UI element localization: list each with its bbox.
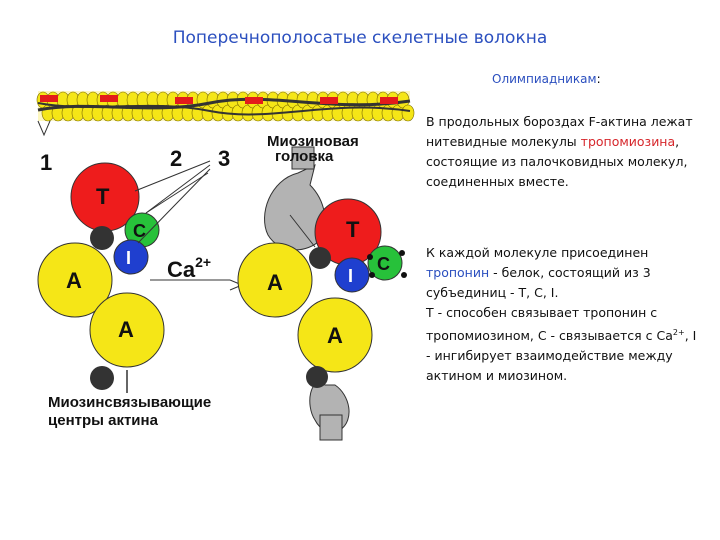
troponin-c-right xyxy=(367,245,403,281)
actin-bead xyxy=(401,104,415,122)
label-t-right: T xyxy=(346,217,360,242)
myosin-binding-center xyxy=(309,247,331,269)
troponin-i-left xyxy=(113,239,149,275)
right-complex xyxy=(237,198,407,388)
paragraph-troponin: К каждой молекуле присоединен тропонин -… xyxy=(426,243,698,386)
label-c-right: C xyxy=(377,254,390,274)
paragraph1-part2: , состоящие из палочковидных молекул, со… xyxy=(426,134,688,189)
olympiad-label: Олимпиадникам: xyxy=(492,72,601,86)
pointer-line xyxy=(134,160,211,192)
left-complex xyxy=(37,160,211,393)
label-i-right: I xyxy=(348,266,353,286)
pointer-line xyxy=(137,168,211,244)
label-t-left: T xyxy=(96,184,110,209)
actin-sphere-right-2 xyxy=(297,297,373,373)
label-centers-line2: центры актина xyxy=(48,412,159,429)
myosin-binding-center xyxy=(90,366,114,390)
label-a-left-2: A xyxy=(118,317,134,342)
myosin-head-top xyxy=(264,146,326,251)
slide-title: Поперечнополосатые скелетные волокна xyxy=(172,28,548,48)
tropomyosin-highlight: тропомиозина xyxy=(580,134,676,149)
label-i-left: I xyxy=(126,248,131,268)
label-c-left: C xyxy=(133,221,146,241)
label-a-right-2: A xyxy=(327,323,343,348)
tropomyosin-mark xyxy=(380,97,398,104)
tropomyosin-mark xyxy=(100,95,118,102)
paragraph2-line2-end: , I - ингибирует взаимодействие между ак… xyxy=(426,328,697,384)
tropomyosin-mark xyxy=(175,97,193,104)
label-3: 3 xyxy=(218,146,230,171)
actin-filament-top xyxy=(36,91,415,122)
tropomyosin-mark xyxy=(40,95,58,102)
myosin-binding-center xyxy=(90,226,114,250)
pointer-line xyxy=(289,214,316,248)
myosin-binding-center xyxy=(306,366,328,388)
paragraph-tropomyosin: В продольных бороздах F-актина лежат нит… xyxy=(426,112,696,192)
pointer-line xyxy=(145,164,211,214)
actin-sphere-left-2 xyxy=(89,292,165,368)
troponin-complex-diagram: 1 2 3 Миозиновая головка T C I A A Ca2+ … xyxy=(36,91,415,441)
paragraph2-part1: К каждой молекуле присоединен xyxy=(426,245,649,260)
paragraph2-part2: - белок, состоящий из 3 субъединиц - T, … xyxy=(426,265,651,300)
label-ca-symbol: Ca xyxy=(167,257,196,282)
actin-sphere-right-1 xyxy=(237,242,313,318)
pointer-line xyxy=(145,172,209,214)
olympiad-colon: : xyxy=(596,72,601,86)
label-myosin-head-line2: головка xyxy=(275,148,334,165)
label-a-right-1: A xyxy=(267,270,283,295)
label-1: 1 xyxy=(40,150,52,175)
troponin-highlight: тропонин xyxy=(426,265,490,280)
olympiad-text: Олимпиадникам xyxy=(492,72,597,86)
myosin-head-bottom xyxy=(309,382,350,441)
label-ca-charge: 2+ xyxy=(195,254,211,270)
label-a-left-1: A xyxy=(66,268,82,293)
ca-ion xyxy=(401,272,407,278)
ca-ion xyxy=(399,250,405,256)
ca-ion xyxy=(369,272,375,278)
label-ca: Ca2+ xyxy=(167,254,211,282)
pointer-line xyxy=(37,120,51,137)
ca-ion xyxy=(367,254,373,260)
tropomyosin-mark xyxy=(245,97,263,104)
label-2: 2 xyxy=(170,146,182,171)
paragraph1-part1: В продольных бороздах F-актина лежат нит… xyxy=(426,114,693,149)
paragraph2-line2: T - способен связывает тропонин с тропом… xyxy=(426,305,673,344)
tropomyosin-mark xyxy=(320,97,338,104)
paragraph2-sup: 2+ xyxy=(672,328,685,337)
label-centers-line1: Миозинсвязывающие xyxy=(48,394,211,411)
actin-sphere-left-1 xyxy=(37,242,113,318)
label-myosin-head-line1: Миозиновая xyxy=(267,133,359,150)
